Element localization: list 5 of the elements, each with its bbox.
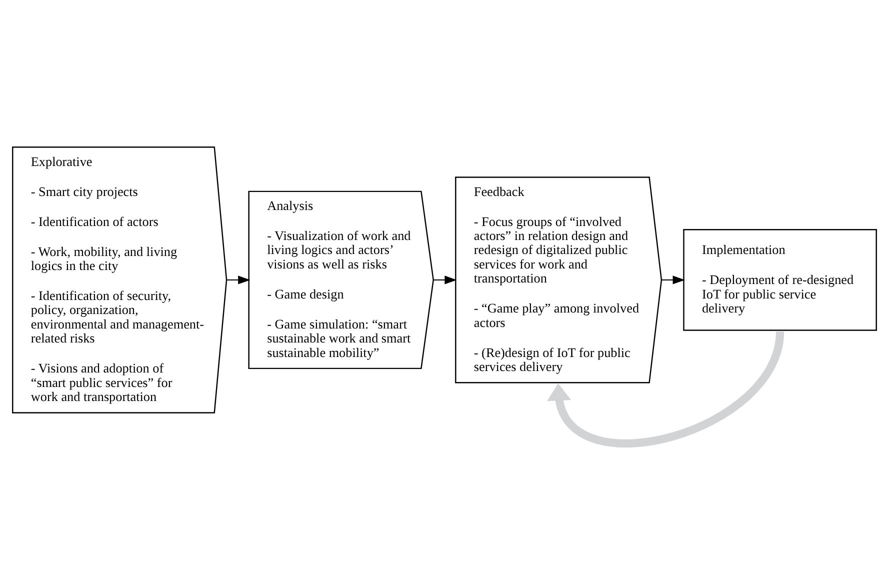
arrow [226, 276, 250, 284]
arrow [662, 276, 685, 284]
arrow [547, 330, 784, 448]
node-box: Implementation - Deployment of re-designed IoT for public service delivery [683, 229, 877, 331]
arrow [433, 276, 457, 284]
